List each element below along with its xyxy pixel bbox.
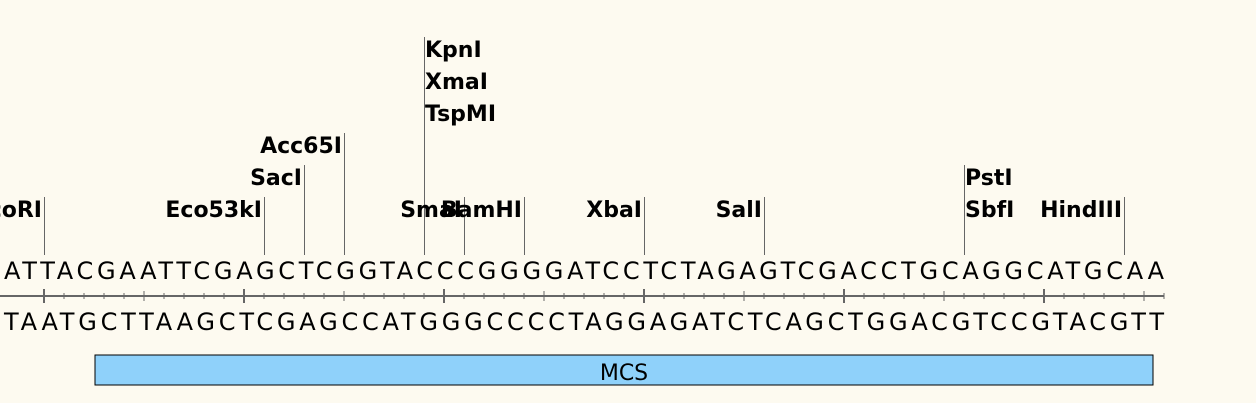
mcs-feature-label: MCS (600, 361, 648, 386)
enzyme-site: SacI (250, 165, 305, 255)
enzyme-label[interactable]: BamHI (441, 198, 522, 223)
feature-track: MCS (94, 354, 1154, 386)
enzyme-label[interactable]: EcoRI (0, 198, 42, 223)
enzyme-label[interactable]: TspMI (425, 102, 496, 127)
bottom-strand: TAATGCTTAAGCTCGAGCCATGGGCCCCTAGGAGATCTCA… (3, 308, 1164, 336)
enzyme-label[interactable]: Eco53kI (165, 198, 262, 223)
enzyme-label[interactable]: SacI (250, 166, 302, 191)
enzyme-site: PstI SbfI (964, 165, 1014, 255)
enzyme-site: Acc65I (260, 133, 345, 255)
enzyme-site: XbaI (586, 197, 645, 255)
top-strand: ATTACGAATTCGAGCTCGGTACCCGGGGATCCTCTAGAGT… (4, 257, 1165, 285)
enzyme-label[interactable]: HindIII (1040, 198, 1122, 223)
enzyme-label[interactable]: XmaI (425, 70, 488, 95)
enzyme-site: EcoRI (0, 197, 45, 255)
enzyme-label[interactable]: XbaI (586, 198, 642, 223)
enzyme-site: SalI (716, 197, 765, 255)
sequence-ruler (0, 289, 1165, 303)
enzyme-site: HindIII (1040, 197, 1125, 255)
enzyme-labels: EcoRI Eco53kI SacI Acc65I KpnI XmaI TspMI SmaIB… (0, 37, 1125, 255)
enzyme-site: KpnI XmaI TspMI (424, 37, 496, 255)
enzyme-label[interactable]: Acc65I (260, 134, 342, 159)
enzyme-label[interactable]: PstI (965, 166, 1013, 191)
mcs-feature-bar[interactable] (94, 354, 1154, 386)
enzyme-site: SmaI (400, 197, 465, 255)
enzyme-label[interactable]: SalI (716, 198, 762, 223)
enzyme-label[interactable]: KpnI (425, 38, 482, 63)
enzyme-label[interactable]: SbfI (965, 198, 1014, 223)
enzyme-label[interactable]: SmaI (400, 198, 462, 223)
enzyme-site: Eco53kI (165, 197, 265, 255)
enzyme-site: BamHI (441, 197, 525, 255)
